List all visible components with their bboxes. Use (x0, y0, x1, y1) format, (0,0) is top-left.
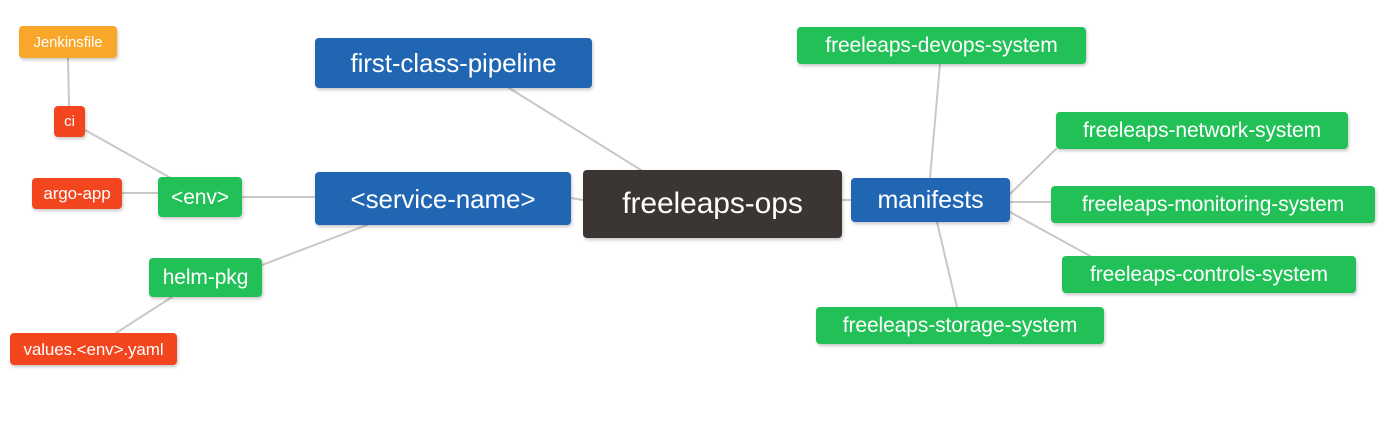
mindmap-node-label: helm-pkg (162, 266, 249, 289)
mindmap-node-label: Jenkinsfile (33, 33, 103, 51)
edge-service-name-to-helm-pkg (261, 224, 368, 266)
mindmap-node-freeleaps-controls-system[interactable]: freeleaps-controls-system (1062, 256, 1356, 293)
mindmap-node-freeleaps-network-system[interactable]: freeleaps-network-system (1056, 112, 1348, 149)
mindmap-node-label: <service-name> (350, 183, 536, 214)
mindmap-node-label: <env> (171, 185, 229, 209)
mindmap-node-first-class-pipeline[interactable]: first-class-pipeline (315, 38, 592, 88)
mindmap-node-freeleaps-devops-system[interactable]: freeleaps-devops-system (797, 27, 1086, 64)
mindmap-node-label: freeleaps-storage-system (842, 314, 1078, 337)
mindmap-node-label: first-class-pipeline (350, 48, 557, 78)
mindmap-node-label: manifests (877, 185, 984, 214)
edge-manifests-to-freeleaps-storage-system (936, 221, 958, 308)
mindmap-node-label: ci (64, 113, 75, 130)
mindmap-node-env[interactable]: <env> (158, 177, 242, 217)
edge-freeleaps-ops-to-service-name (570, 197, 584, 201)
mindmap-node-ci[interactable]: ci (54, 106, 85, 137)
mindmap-node-freeleaps-ops[interactable]: freeleaps-ops (583, 170, 842, 238)
mindmap-node-label: argo-app (43, 184, 111, 203)
edge-manifests-to-freeleaps-devops-system (929, 63, 941, 179)
mindmap-node-label: freeleaps-network-system (1082, 119, 1321, 142)
edge-helm-pkg-to-values-env-yaml (115, 296, 173, 334)
mindmap-node-service-name[interactable]: <service-name> (315, 172, 571, 225)
edge-freeleaps-ops-to-first-class-pipeline (508, 87, 642, 171)
mindmap-node-values-env-yaml[interactable]: values.<env>.yaml (10, 333, 177, 365)
mindmap-node-helm-pkg[interactable]: helm-pkg (149, 258, 262, 297)
mindmap-node-label: freeleaps-ops (622, 187, 803, 220)
mindmap-node-label: freeleaps-devops-system (825, 34, 1058, 57)
mindmap-node-freeleaps-monitoring-system[interactable]: freeleaps-monitoring-system (1051, 186, 1375, 223)
mindmap-node-label: freeleaps-monitoring-system (1081, 193, 1345, 216)
mindmap-node-freeleaps-storage-system[interactable]: freeleaps-storage-system (816, 307, 1104, 344)
mindmap-node-argo-app[interactable]: argo-app (32, 178, 122, 209)
edge-manifests-to-freeleaps-network-system (1009, 148, 1057, 195)
mindmap-node-manifests[interactable]: manifests (851, 178, 1010, 222)
mindmap-node-jenkinsfile[interactable]: Jenkinsfile (19, 26, 117, 58)
mindmap-node-label: values.<env>.yaml (23, 339, 164, 359)
mindmap-node-label: freeleaps-controls-system (1090, 263, 1328, 286)
edge-ci-to-jenkinsfile (67, 57, 70, 107)
